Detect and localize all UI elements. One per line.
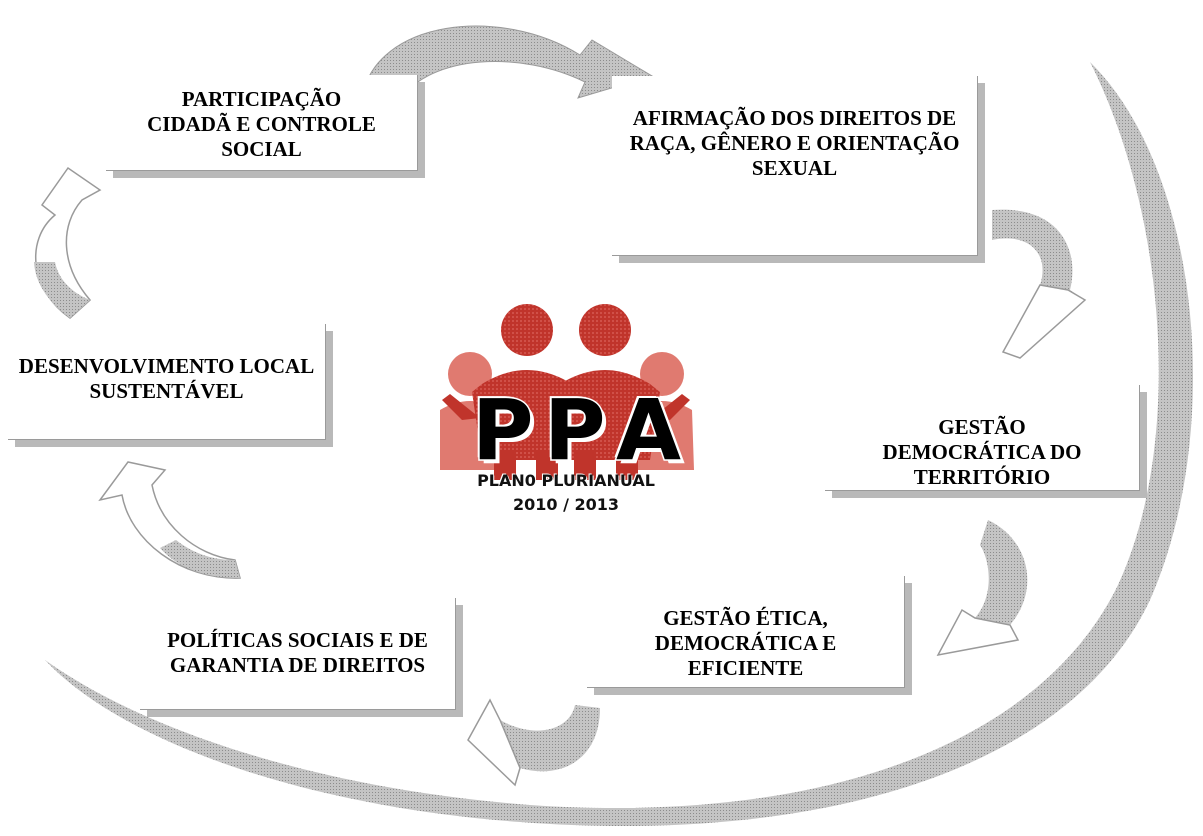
box-politicas-label: POLÍTICAS SOCIAIS E DE GARANTIA DE DIREI… (167, 628, 428, 677)
box-gestao-territorio-label: GESTÃO DEMOCRÁTICA DO TERRITÓRIO (882, 415, 1082, 489)
box-afirmacao: AFIRMAÇÃO DOS DIREITOS DE RAÇA, GÊNERO E… (612, 76, 978, 256)
box-gestao-territorio: GESTÃO DEMOCRÁTICA DO TERRITÓRIO (825, 385, 1140, 491)
box-participacao: PARTICIPAÇÃO CIDADÃ E CONTROLE SOCIAL (106, 75, 418, 171)
box-gestao-etica: GESTÃO ÉTICA, DEMOCRÁTICA E EFICIENTE (587, 576, 905, 688)
box-desenvolvimento-label: DESENVOLVIMENTO LOCAL SUSTENTÁVEL (18, 354, 315, 403)
ppa-letter-p2: P (543, 381, 608, 479)
ppa-logo: P P A PLAN0 PLURIANUAL 2010 / 2013 (432, 300, 700, 522)
curved-arrow-top (361, 25, 654, 101)
logo-years: 2010 / 2013 (512, 495, 620, 514)
ppa-letter-p1: P (471, 381, 536, 479)
people-figures-icon (440, 304, 694, 480)
box-politicas: POLÍTICAS SOCIAIS E DE GARANTIA DE DIREI… (140, 598, 456, 710)
ppa-letter-a: A (614, 381, 682, 479)
box-afirmacao-label: AFIRMAÇÃO DOS DIREITOS DE RAÇA, GÊNERO E… (629, 106, 960, 180)
curved-arrow-right-top-outline (1001, 284, 1087, 359)
curved-arrow-right-bottom-outline (936, 608, 1020, 657)
box-desenvolvimento: DESENVOLVIMENTO LOCAL SUSTENTÁVEL (8, 324, 326, 440)
curved-arrow-left-top-fill (34, 262, 90, 318)
curved-arrow-right-top (992, 209, 1085, 358)
curved-arrow-left-bottom-fill (160, 540, 240, 578)
curved-arrow-bottom-outline (467, 698, 521, 787)
logo-subtitle: PLAN0 PLURIANUAL (477, 471, 655, 490)
box-participacao-label: PARTICIPAÇÃO CIDADÃ E CONTROLE SOCIAL (147, 87, 376, 161)
curved-arrow-left-bottom (98, 461, 241, 579)
box-gestao-etica-label: GESTÃO ÉTICA, DEMOCRÁTICA E EFICIENTE (654, 606, 837, 680)
